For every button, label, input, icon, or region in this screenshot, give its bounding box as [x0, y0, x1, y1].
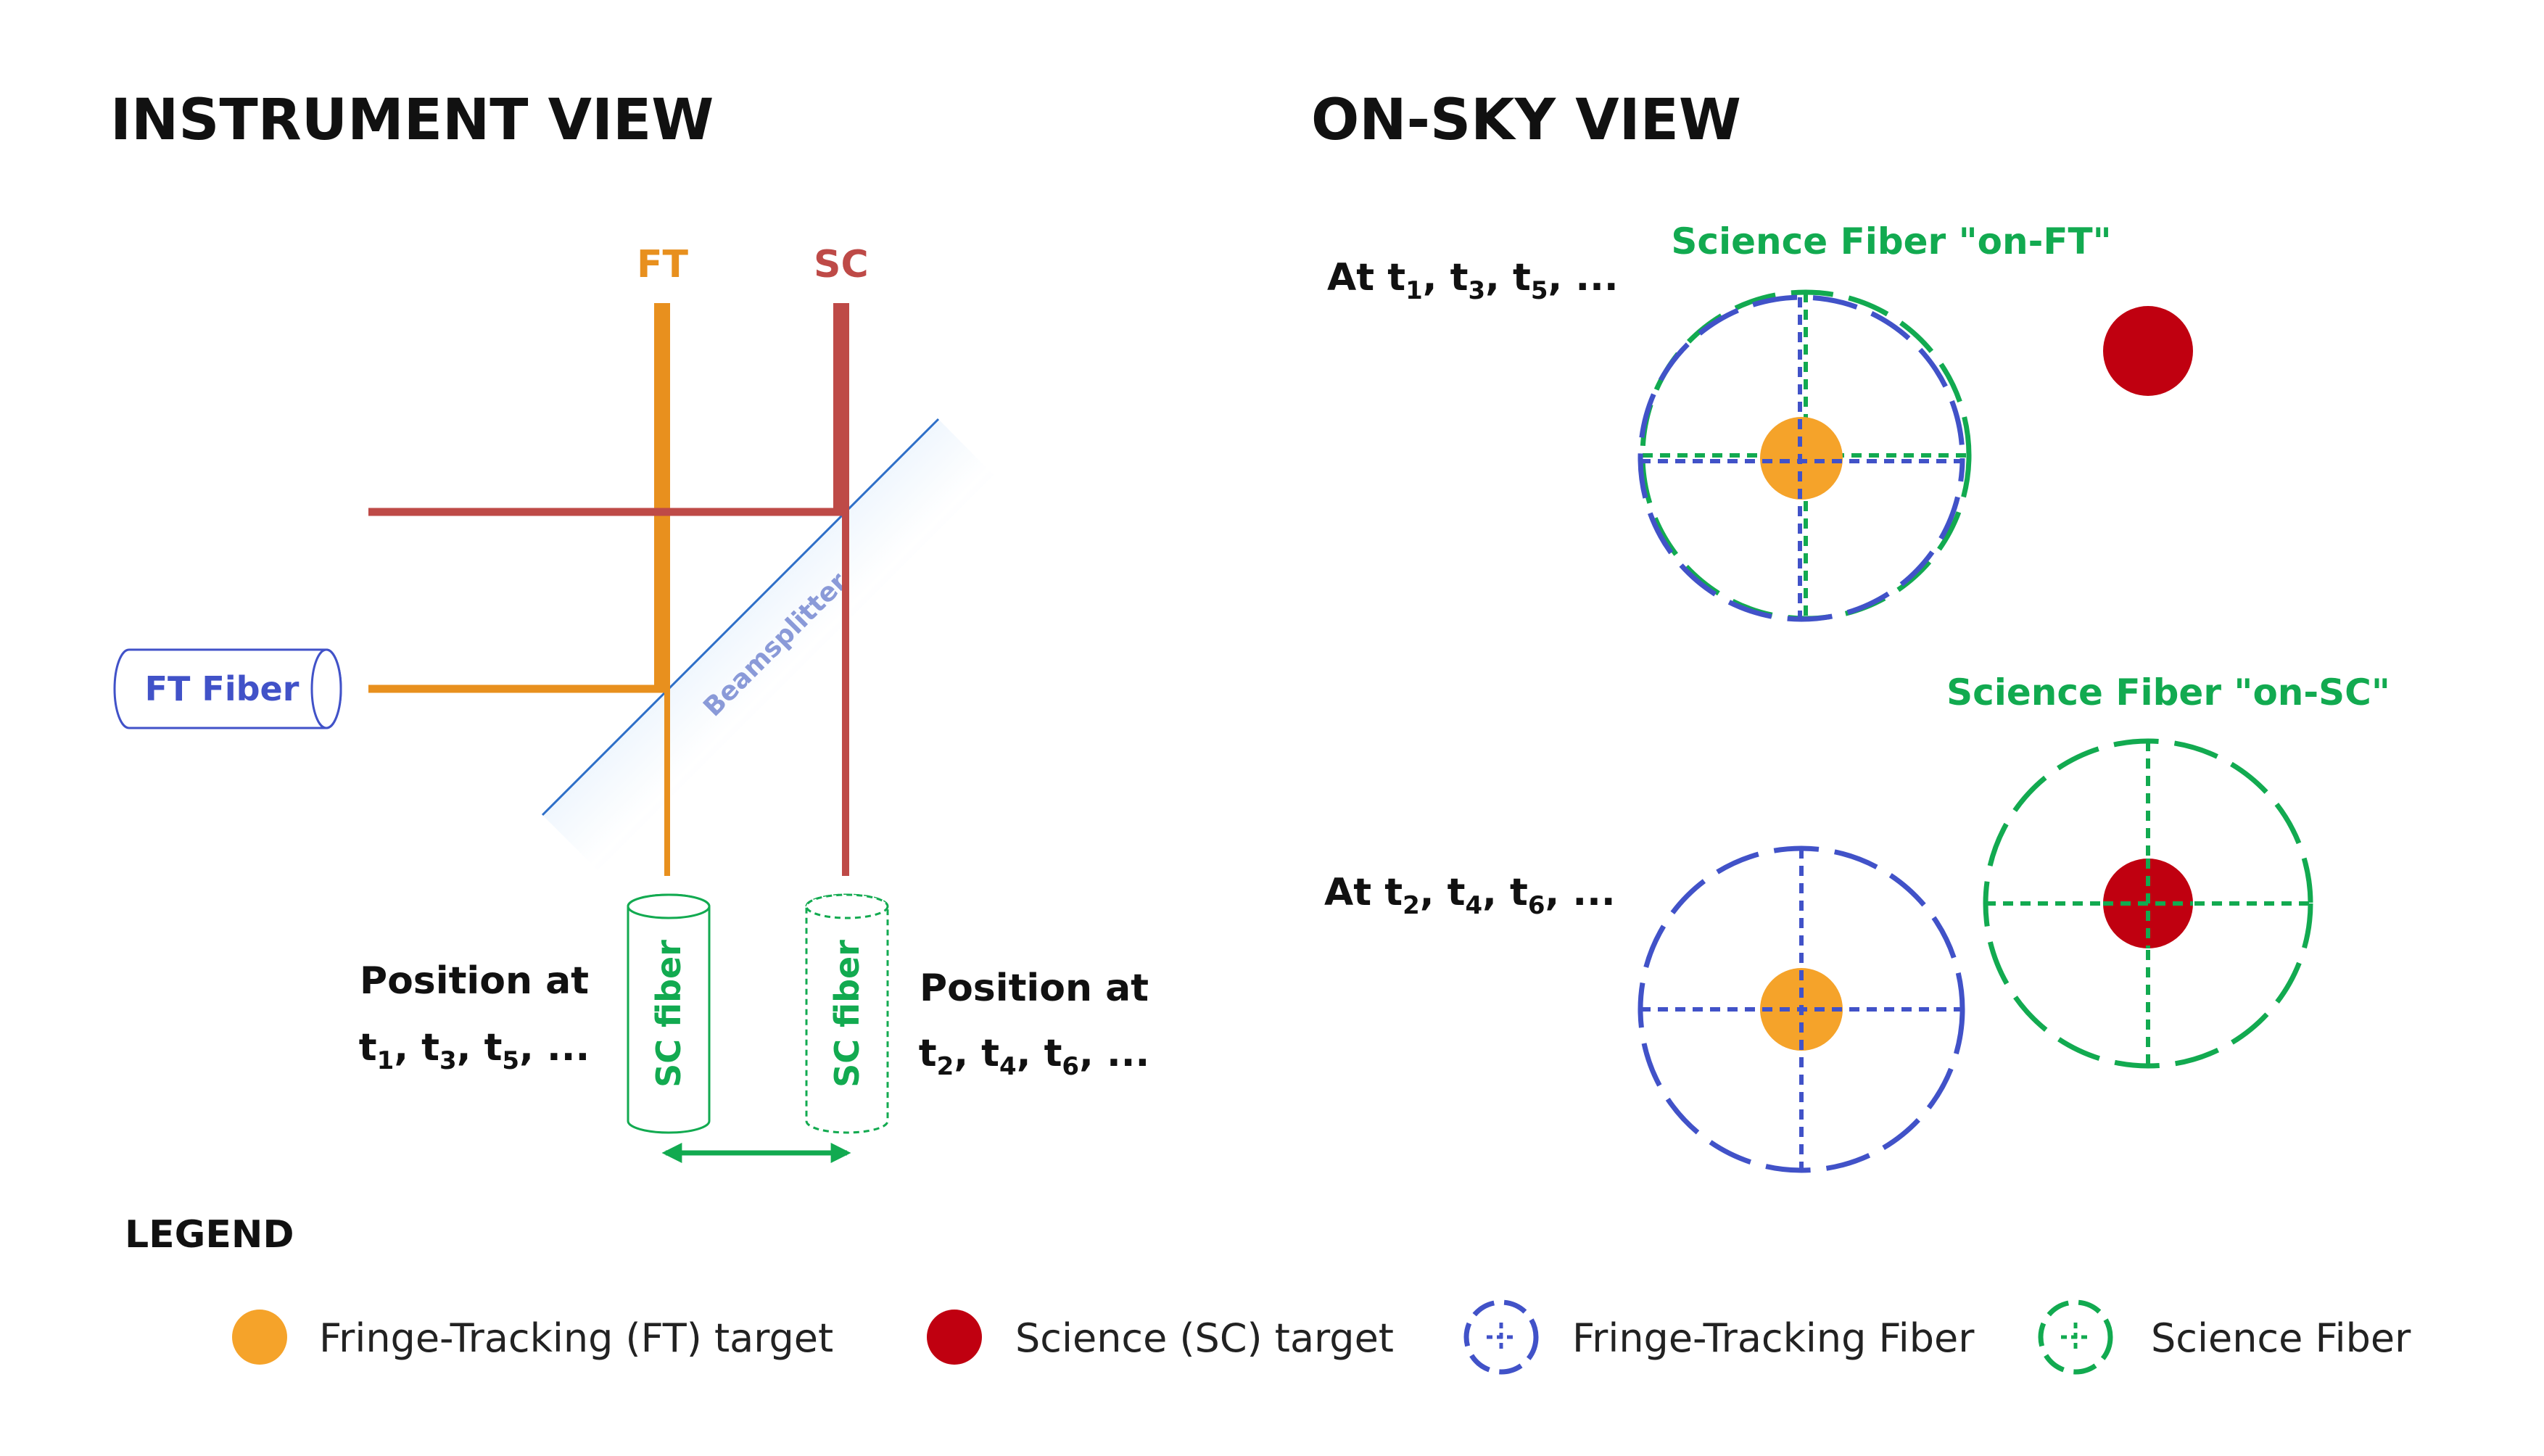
beamsplitter: Beamsplitter: [541, 418, 994, 870]
onsky-view-title: ON-SKY VIEW: [1311, 88, 1741, 153]
legend-label-ft-target: Fringe-Tracking (FT) target: [319, 1315, 833, 1361]
legend-item-sc-fiber: Science Fiber: [2038, 1299, 2411, 1375]
legend-label-ft-fiber: Fringe-Tracking Fiber: [1572, 1315, 1975, 1361]
legend-title: LEGEND: [125, 1213, 294, 1257]
legend-label-sc-target: Science (SC) target: [1015, 1315, 1394, 1361]
ft-fiber-label: FT Fiber: [145, 669, 300, 708]
legend-label-sc-fiber: Science Fiber: [2151, 1315, 2411, 1361]
green-dashed-circle-icon: [2038, 1299, 2113, 1375]
legend-item-sc-target: Science (SC) target: [927, 1310, 1394, 1365]
on-sc-label: Science Fiber "on-SC": [1946, 671, 2390, 713]
sc-fiber-position-1: SC fiber: [627, 893, 711, 1134]
red-dot-icon: [927, 1310, 982, 1365]
position-left-line1: Position at: [360, 959, 589, 1003]
sc-beam-label: SC: [814, 243, 869, 286]
sc-target-row1: [2103, 306, 2193, 396]
row2-time-label: At t2, t4, t6, ...: [1324, 871, 1616, 920]
sc-beam: [368, 303, 849, 876]
ft-beam: [368, 303, 670, 876]
blue-dashed-circle-icon: [1463, 1299, 1539, 1375]
row1-time-label: At t1, t3, t5, ...: [1327, 256, 1619, 305]
position-right-line1: Position at: [920, 967, 1149, 1010]
on-ft-label: Science Fiber "on-FT": [1671, 220, 2111, 262]
legend-item-ft-fiber: Fringe-Tracking Fiber: [1463, 1299, 1975, 1375]
legend-item-ft-target: Fringe-Tracking (FT) target: [232, 1310, 833, 1365]
ft-fiber: FT Fiber: [113, 648, 342, 729]
position-right-text: Position at t2, t4, t6, ...: [919, 967, 1149, 1081]
orange-dot-icon: [232, 1310, 287, 1365]
position-left-line2: t1, t3, t5, ...: [359, 1026, 590, 1075]
sc-fiber-position-2: SC fiber: [805, 893, 889, 1134]
position-left-text: Position at t1, t3, t5, ...: [359, 959, 590, 1075]
position-right-line2: t2, t4, t6, ...: [919, 1032, 1149, 1081]
ft-beam-label: FT: [637, 243, 689, 286]
sc-fiber-label-1: SC fiber: [649, 940, 688, 1088]
sc-fiber-label-2: SC fiber: [827, 940, 867, 1088]
instrument-view-title: INSTRUMENT VIEW: [110, 88, 714, 153]
